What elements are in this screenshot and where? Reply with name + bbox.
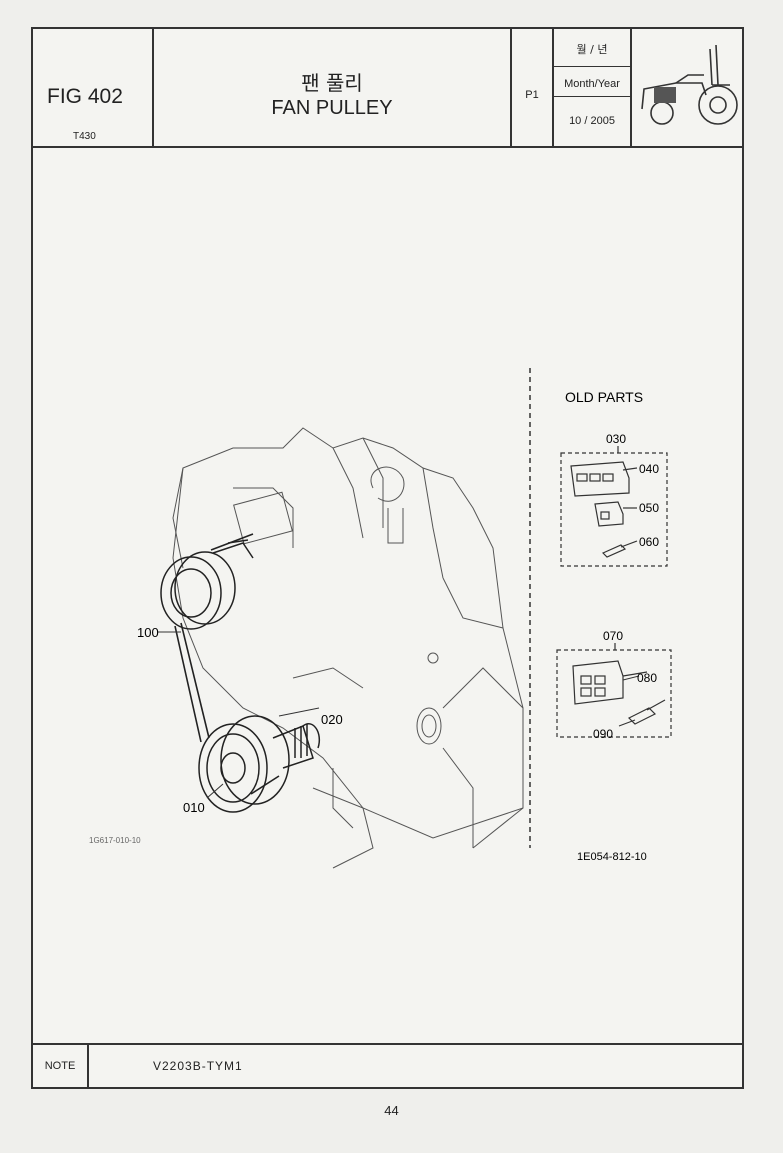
callout-030: 030 — [606, 432, 626, 446]
title-english: FAN PULLEY — [271, 97, 393, 119]
callout-100: 100 — [137, 625, 159, 640]
title-korean: 팬 풀리 — [301, 71, 363, 95]
parts-drawing: OLD PARTS — [33, 148, 742, 1045]
note-label: NOTE — [33, 1045, 89, 1087]
callout-070: 070 — [603, 629, 623, 643]
callout-080: 080 — [637, 671, 657, 685]
date-label: Month/Year — [564, 78, 620, 90]
left-reference-code: 1G617-010-10 — [89, 836, 141, 845]
page-cell: P1 — [512, 29, 554, 146]
figure-cell: FIG 402 T430 — [33, 29, 154, 146]
callout-040: 040 — [639, 462, 659, 476]
note-text: V2203B-TYM1 — [153, 1059, 243, 1073]
callout-020: 020 — [321, 712, 343, 727]
callout-010: 010 — [183, 800, 205, 815]
callout-050: 050 — [639, 501, 659, 515]
date-label-korean: 월 / 년 — [576, 43, 608, 56]
title-cell: 팬 풀리 FAN PULLEY — [154, 29, 512, 146]
engine-illustration — [172, 427, 524, 869]
old-connector-group-030 — [560, 446, 668, 567]
v-belt-part — [174, 533, 280, 795]
right-reference-code: 1E054-812-10 — [577, 851, 647, 863]
page-frame: FIG 402 T430 팬 풀리 FAN PULLEY P1 월 / 년 Mo… — [31, 27, 744, 1089]
tractor-image-cell — [632, 29, 742, 146]
note-row: NOTE V2203B-TYM1 — [33, 1043, 742, 1087]
page-number: 44 — [384, 1103, 399, 1118]
date-cell: 월 / 년 Month/Year 10 / 2005 — [554, 29, 632, 146]
old-connector-group-070 — [556, 643, 672, 738]
callout-090: 090 — [593, 727, 613, 741]
model-code: T430 — [73, 131, 96, 142]
figure-number: FIG 402 — [47, 85, 123, 108]
page-code: P1 — [525, 89, 539, 101]
date-divider — [554, 66, 630, 67]
tractor-icon — [641, 44, 738, 125]
header-table: FIG 402 T430 팬 풀리 FAN PULLEY P1 월 / 년 Mo… — [33, 29, 742, 148]
date-divider — [554, 96, 630, 97]
date-value: 10 / 2005 — [569, 115, 615, 127]
old-parts-label: OLD PARTS — [565, 389, 643, 405]
callout-060: 060 — [639, 535, 659, 549]
fan-pulley-part — [198, 715, 320, 813]
alternator-pulley — [160, 539, 254, 630]
